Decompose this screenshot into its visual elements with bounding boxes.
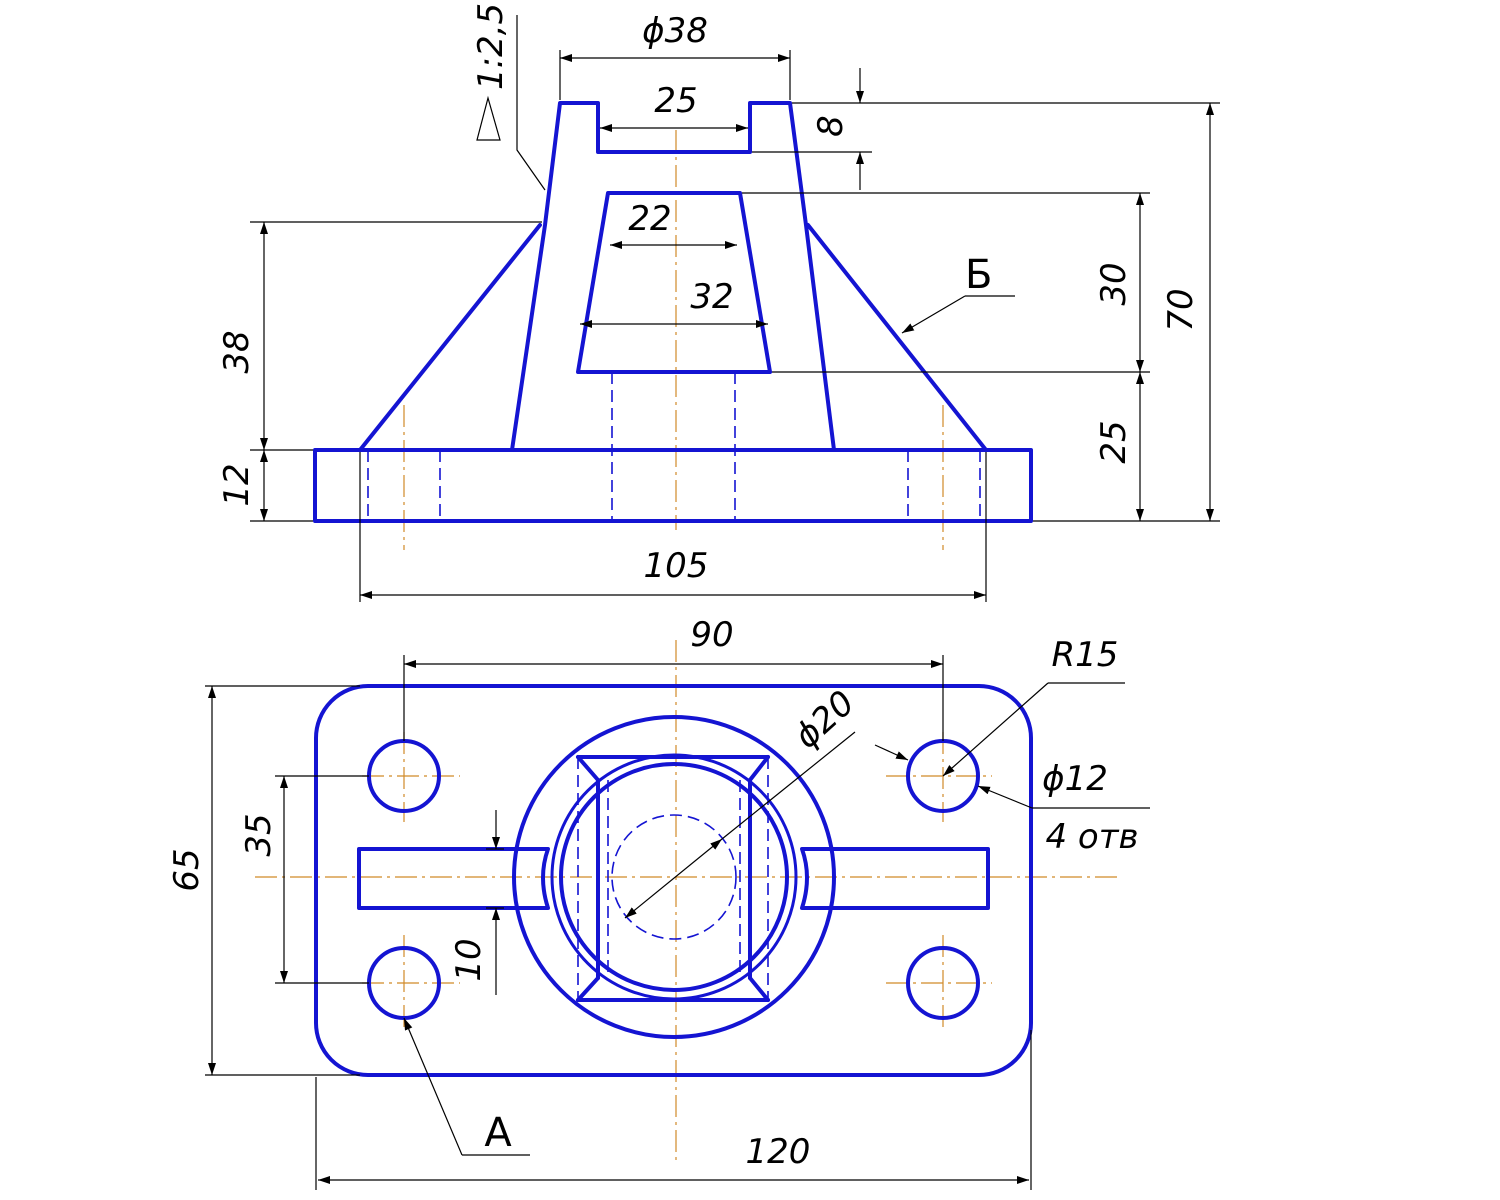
front-centerlines — [403, 130, 944, 550]
view-mark-letter: A — [484, 1110, 512, 1156]
column-section — [576, 755, 770, 1002]
front-view: ϕ38 25 8 22 32 38 12 30 25 70 105 1:2,5 … — [217, 3, 1220, 602]
dim-slot-depth-8: 8 — [811, 115, 851, 137]
dim-hole-spacing-35: 35 — [239, 813, 279, 856]
hidden-bore — [611, 814, 737, 940]
front-dimension-lines — [260, 54, 1214, 599]
mounting-hole-bottom-right — [906, 946, 980, 1020]
dim-window-top-22: 22 — [628, 199, 671, 239]
hub-outer-circle — [512, 715, 836, 1039]
dim-window-bottom-32: 32 — [690, 277, 733, 317]
base-plate — [313, 448, 1033, 523]
slope-ratio: 1:2,5 — [471, 3, 511, 90]
dim-height-38: 38 — [217, 330, 257, 373]
dim-hole-count: 4 отв — [1045, 817, 1138, 857]
slope-triangle-icon — [476, 95, 501, 141]
left-rib-top — [357, 847, 550, 910]
dim-height-25: 25 — [1094, 420, 1134, 463]
dim-height-12: 12 — [217, 463, 257, 506]
slope-callout: 1:2,5 — [471, 3, 546, 191]
section-mark-b: Б — [901, 252, 1015, 334]
dim-height-30: 30 — [1094, 262, 1134, 305]
dim-hole-diameter-12: ϕ12 — [1042, 759, 1108, 799]
dim-corner-radius-r15: R15 — [1052, 635, 1119, 675]
r15-leader — [942, 682, 1125, 777]
top-dimension-lines — [208, 660, 1029, 1184]
front-hidden-lines — [367, 372, 981, 521]
right-rib-top — [800, 847, 990, 910]
dim-diameter-38: ϕ38 — [642, 11, 708, 51]
dim-slot-25: 25 — [654, 81, 697, 121]
plate-outline — [314, 684, 1033, 1077]
dim-bore-diameter-20: ϕ20 — [787, 683, 863, 757]
column-outline — [510, 101, 836, 452]
left-rib — [358, 223, 542, 452]
top-view: 90 R15 ϕ20 ϕ12 4 отв 35 65 10 120 A — [167, 615, 1150, 1190]
dim-plate-length-120: 120 — [746, 1132, 811, 1172]
d12-leader — [874, 744, 1150, 809]
top-extension-lines — [205, 655, 1032, 1190]
section-mark-letter: Б — [965, 252, 992, 298]
right-rib — [806, 223, 988, 452]
dim-plate-width-65: 65 — [167, 848, 207, 891]
dim-hole-spacing-90: 90 — [690, 615, 733, 655]
dim-rib-thickness-10: 10 — [449, 938, 489, 981]
dim-height-70: 70 — [1161, 288, 1201, 331]
trapezoid-window — [576, 191, 772, 374]
view-a-leader — [403, 1017, 530, 1156]
hub-inner-circle — [559, 762, 789, 992]
dim-width-105: 105 — [644, 546, 709, 586]
